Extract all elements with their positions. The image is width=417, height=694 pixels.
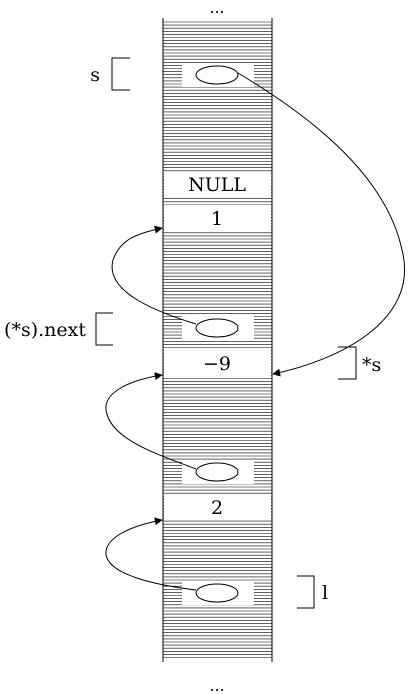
pointer-cell-s-next [182, 316, 254, 340]
bottom-ellipsis: ... [209, 676, 224, 694]
arrow-mid-to-minus-nine [105, 372, 197, 470]
arrow-l-to-two [105, 517, 197, 591]
arrow-s-to-minus-nine [237, 72, 405, 377]
pointer-ellipse-s-next [195, 318, 239, 338]
cell-minus-nine-text: −9 [203, 353, 231, 375]
bracket-s [111, 57, 130, 91]
pointer-ellipse-l [195, 583, 239, 603]
cell-two: 2 [164, 494, 271, 520]
cell-one-text: 1 [211, 208, 223, 230]
pointer-cell-l [182, 581, 254, 605]
cell-minus-nine: −9 [164, 350, 271, 376]
label-s-next: (*s).next [4, 319, 86, 341]
pointer-cell-s [182, 63, 254, 87]
cell-null: NULL [164, 172, 271, 196]
label-l: l [322, 582, 328, 604]
bracket-l [297, 575, 315, 609]
pointer-cell-mid [182, 460, 254, 484]
cell-null-text: NULL [188, 174, 246, 196]
cell-one: 1 [164, 205, 271, 231]
top-ellipsis: ... [209, 0, 224, 17]
pointer-ellipse-mid [195, 462, 239, 482]
cell-two-text: 2 [211, 497, 223, 519]
bracket-star-s [338, 346, 357, 380]
bracket-s-next [95, 312, 113, 346]
label-s: s [90, 64, 100, 86]
arrow-s-next-to-one [111, 225, 197, 325]
label-star-s: *s [362, 354, 381, 376]
pointer-ellipse-s [195, 65, 239, 85]
